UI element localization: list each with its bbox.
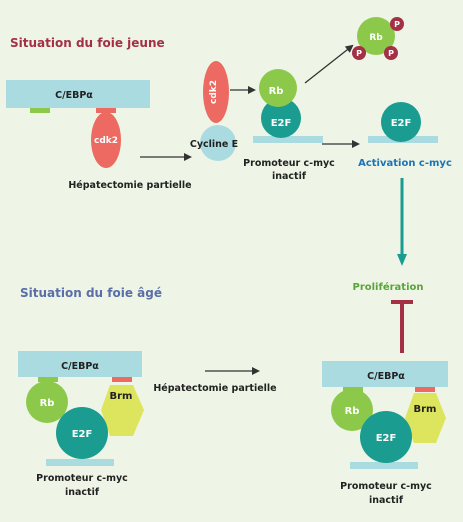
hepatectomie-label-old: Hépatectomie partielle (153, 383, 276, 394)
phosphate-2-label: P (356, 49, 362, 58)
promoter-bar-old-left (46, 459, 114, 466)
phosphate-1 (390, 17, 404, 31)
rb-label-young: Rb (269, 86, 284, 97)
phosphate-3 (384, 46, 398, 60)
cebpa-bar-young (6, 80, 150, 108)
rb-blob-young (259, 69, 297, 107)
e2f-label-active: E2F (391, 118, 412, 129)
cebpa-red-site-young (96, 108, 116, 113)
old-liver-title: Situation du foie âgé (20, 286, 162, 300)
cdk2-label-free: cdk2 (209, 80, 219, 104)
brm-label-old-left: Brm (110, 391, 133, 402)
cebpa-red-site-old-right (415, 387, 435, 392)
promoter-label-young-1: Promoteur c-myc (243, 158, 335, 169)
cebpa-label-old-left: C/EBPα (61, 361, 99, 372)
e2f-blob-active (381, 102, 421, 142)
phosphate-1-label: P (394, 20, 400, 29)
cebpa-bar-old-left (18, 351, 142, 377)
promoter-label-old-left-2: inactif (65, 487, 100, 498)
cdk2-free (203, 61, 229, 123)
cebpa-red-site-old-left (112, 377, 132, 382)
arrow-rb-phospho (304, 44, 354, 84)
e2f-blob-old-right (360, 411, 412, 463)
proliferation-label: Prolifération (353, 281, 424, 293)
cebpa-label-young: C/EBPα (55, 90, 93, 101)
cdk2-bound-young (91, 112, 121, 168)
brm-blob-old-right (405, 393, 446, 443)
cebpa-green-site-old-left (38, 377, 58, 382)
promoter-bar-young (253, 136, 323, 143)
young-liver-title: Situation du foie jeune (10, 36, 165, 50)
rb-blob-old-left (26, 381, 68, 423)
promoter-label-young-2: inactif (272, 171, 307, 182)
promoter-bar-old-right (350, 462, 418, 469)
brm-blob-old-left (101, 385, 144, 436)
e2f-blob-young (261, 98, 301, 138)
phosphate-3-label: P (388, 49, 394, 58)
cycline-e-blob (200, 125, 236, 161)
e2f-label-old-left: E2F (72, 429, 93, 440)
e2f-label-old-right: E2F (376, 433, 397, 444)
phosphate-2 (352, 46, 366, 60)
cycline-e-label: Cycline E (190, 139, 238, 150)
activation-label: Activation c-myc (358, 158, 452, 169)
cebpa-green-site-young (30, 108, 50, 113)
rb-label-old-left: Rb (40, 398, 55, 409)
rb-phospho-blob (357, 17, 395, 55)
promoter-label-old-right-1: Promoteur c-myc (340, 481, 432, 492)
rb-label-old-right: Rb (345, 406, 360, 417)
brm-label-old-right: Brm (414, 404, 437, 415)
promoter-label-old-left-1: Promoteur c-myc (36, 473, 128, 484)
e2f-blob-old-left (56, 407, 108, 459)
hepatectomie-label-young: Hépatectomie partielle (68, 180, 191, 191)
cebpa-bar-old-right (322, 361, 448, 387)
rb-phospho-label: Rb (369, 33, 383, 43)
cdk2-label-bound: cdk2 (94, 136, 118, 146)
promoter-label-old-right-2: inactif (369, 495, 404, 506)
rb-blob-old-right (331, 389, 373, 431)
e2f-label-young: E2F (271, 118, 292, 129)
cebpa-label-old-right: C/EBPα (367, 371, 405, 382)
